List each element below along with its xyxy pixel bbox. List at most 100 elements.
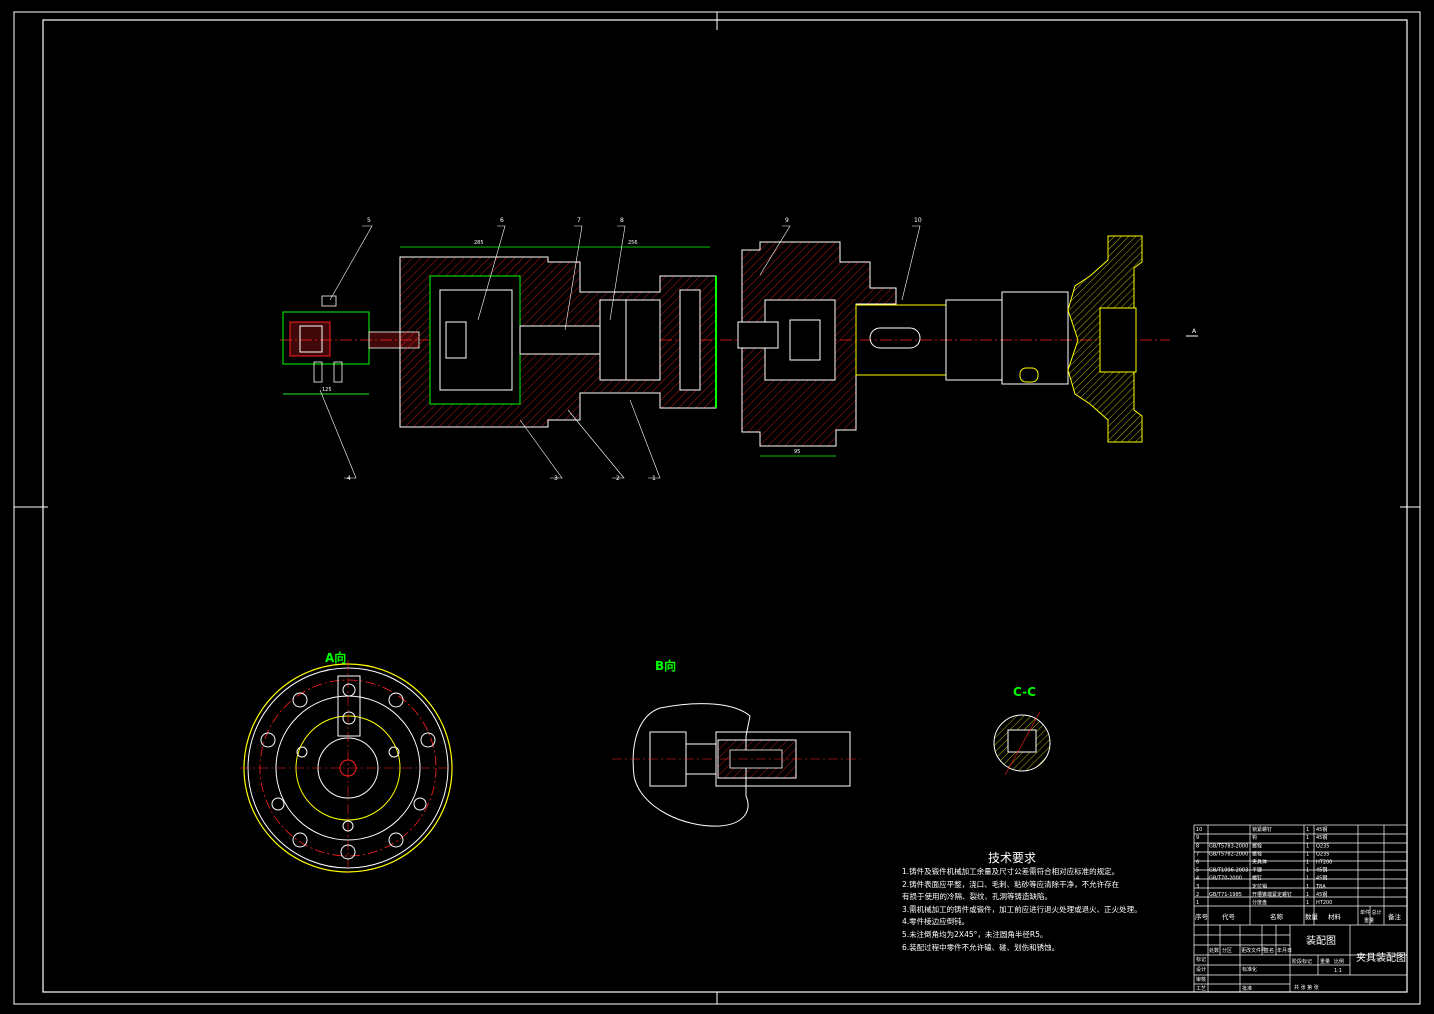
part-cell-no: 4: [1196, 876, 1199, 882]
output-shaft: [855, 291, 1069, 385]
part-cell-code: GB/T70-2000: [1209, 876, 1242, 882]
part-cell-no: 9: [1196, 835, 1199, 841]
section-mark: A: [1192, 328, 1197, 335]
tech-req-item: 6.装配过程中零件不允许磕、碰、划伤和锈蚀。: [902, 942, 1060, 952]
dim-95: 95: [794, 449, 800, 455]
part-cell-material: 45钢: [1316, 875, 1327, 882]
left-unit: [282, 311, 370, 365]
part-cell-qty: 1: [1306, 884, 1309, 890]
tb-scale: 1:1: [1334, 968, 1342, 974]
part-cell-material: Q235: [1316, 843, 1329, 849]
tb-col-count: 处数: [1209, 947, 1219, 954]
sheet-border: [13, 11, 1421, 1005]
part-cell-name: 开槽锥端紧定螺钉: [1252, 891, 1292, 898]
view-c-label: C-C: [1013, 685, 1036, 699]
tb-row-mark: 标记: [1196, 956, 1206, 963]
part-cell-name: 螺栓: [1252, 850, 1262, 857]
tb-col-sign: 签名: [1264, 947, 1274, 954]
part-cell-name: 螺钉: [1252, 875, 1262, 882]
part-cell-no: 7: [1196, 851, 1199, 857]
tb-head-seq: 序号: [1195, 912, 1209, 921]
tb-head-remark: 备注: [1388, 912, 1402, 921]
part-cell-name: 夹具体: [1252, 859, 1267, 866]
view-b: B向: [612, 658, 860, 827]
view-b-label: B向: [655, 658, 676, 673]
tb-std: 标准化: [1242, 966, 1257, 973]
part-cell-qty: 1: [1306, 900, 1309, 906]
tb-head-unit: 单件 总计: [1360, 909, 1382, 916]
part-cell-code: GB/T5782-2000: [1209, 851, 1248, 857]
tb-col-date: 年月日: [1277, 947, 1292, 954]
balloon-8: 8: [620, 217, 624, 224]
balloon-9: 9: [785, 217, 789, 224]
part-cell-no: 1: [1196, 900, 1199, 906]
part-cell-qty: 1: [1306, 892, 1309, 898]
tech-req-item: 3.需机械加工的铸件或锻件，加工前应进行退火处理或退火、正火处理。: [902, 904, 1142, 914]
part-cell-material: Q235: [1316, 851, 1329, 857]
tech-req-item: 有损于使用的冷隔、裂纹、孔洞等铸造缺陷。: [902, 892, 1052, 902]
view-c: C-C: [993, 685, 1051, 776]
balloon-7: 7: [577, 217, 581, 224]
tech-req-list: 1.铸件及锻件机械加工余量及尺寸公差需符合相对应标准的规定。 2.铸件表面应平整…: [902, 866, 1192, 954]
workpiece-gear: [1067, 235, 1143, 443]
part-cell-material: 45钢: [1316, 891, 1327, 898]
part-cell-no: 8: [1196, 843, 1199, 849]
part-cell-name: 钩: [1252, 834, 1257, 841]
part-cell-name: 螺栓: [1252, 842, 1262, 849]
title-block-text: 序号 代号 名称 数量 材料 单件 总计 重量 备注 装配图 夹具装配图 阶段标…: [1195, 909, 1406, 992]
balloon-6a: 6: [500, 217, 504, 224]
tb-sheet: 共 张 第 张: [1294, 984, 1319, 991]
fixture-body: [399, 256, 717, 428]
main-section-view: A 285 256 125 95 5 6 7 8 9 10: [280, 217, 1198, 482]
part-cell-qty: 1: [1306, 868, 1309, 874]
view-a: A向: [240, 650, 456, 876]
tb-weight-col: 重量: [1320, 958, 1330, 965]
tb-head-material: 材料: [1328, 912, 1342, 921]
part-cell-code: GB/T1096-2003: [1209, 868, 1248, 874]
part-cell-material: 45钢: [1316, 867, 1327, 874]
tb-head-name: 名称: [1270, 912, 1284, 921]
dim-125: 125: [322, 387, 332, 393]
view-a-label: A向: [325, 650, 346, 665]
part-cell-no: 5: [1196, 868, 1199, 874]
part-cell-no: 10: [1196, 827, 1202, 833]
tb-assembly-label: 装配图: [1306, 934, 1336, 947]
part-cell-code: GB/T71-1985: [1209, 892, 1242, 898]
part-cell-no: 3: [1196, 884, 1199, 890]
part-cell-qty: 1: [1306, 827, 1309, 833]
tb-row-review: 审核: [1196, 976, 1206, 983]
part-cell-name: 定位销: [1252, 883, 1267, 890]
part-cell-qty: 1: [1306, 851, 1309, 857]
part-cell-qty: 1: [1306, 860, 1309, 866]
leader-lines: [319, 225, 921, 479]
tb-head-code: 代号: [1222, 912, 1236, 921]
tech-req-item: 1.铸件及锻件机械加工余量及尺寸公差需符合相对应标准的规定。: [902, 867, 1120, 876]
part-cell-no: 2: [1196, 892, 1199, 898]
tb-approve: 批准: [1242, 985, 1252, 992]
index-plate: [737, 241, 897, 447]
part-cell-material: 45钢: [1316, 826, 1327, 833]
part-cell-name: 分度盘: [1252, 899, 1267, 906]
tb-head-qty: 数量: [1305, 912, 1319, 921]
balloon-3: 3: [554, 475, 558, 482]
dimension-lines: [283, 246, 836, 457]
tech-req-title: 技术要求: [988, 851, 1037, 865]
part-cell-qty: 1: [1306, 843, 1309, 849]
title-block: [1193, 824, 1408, 993]
dim-285: 285: [474, 240, 484, 246]
part-cell-name: 锁紧螺钉: [1252, 826, 1272, 833]
tb-row-design: 设计: [1196, 966, 1206, 973]
part-cell-code: GB/T5783-2000: [1209, 843, 1248, 849]
tb-stage: 阶段标记: [1292, 958, 1312, 965]
tech-req-item: 5.未注倒角均为2X45°，未注圆角半径R5。: [902, 929, 1048, 939]
part-cell-no: 6: [1196, 860, 1199, 866]
dim-256: 256: [628, 240, 638, 246]
part-cell-qty: 1: [1306, 876, 1309, 882]
balloon-2: 2: [616, 475, 620, 482]
tb-head-weight: 重量: [1364, 917, 1374, 924]
part-cell-material: 45钢: [1316, 834, 1327, 841]
tb-row-process: 工艺: [1196, 986, 1206, 992]
tech-req-item: 2.铸件表面应平整，浇口、毛刺、粘砂等应清除干净，不允许存在: [902, 879, 1120, 889]
